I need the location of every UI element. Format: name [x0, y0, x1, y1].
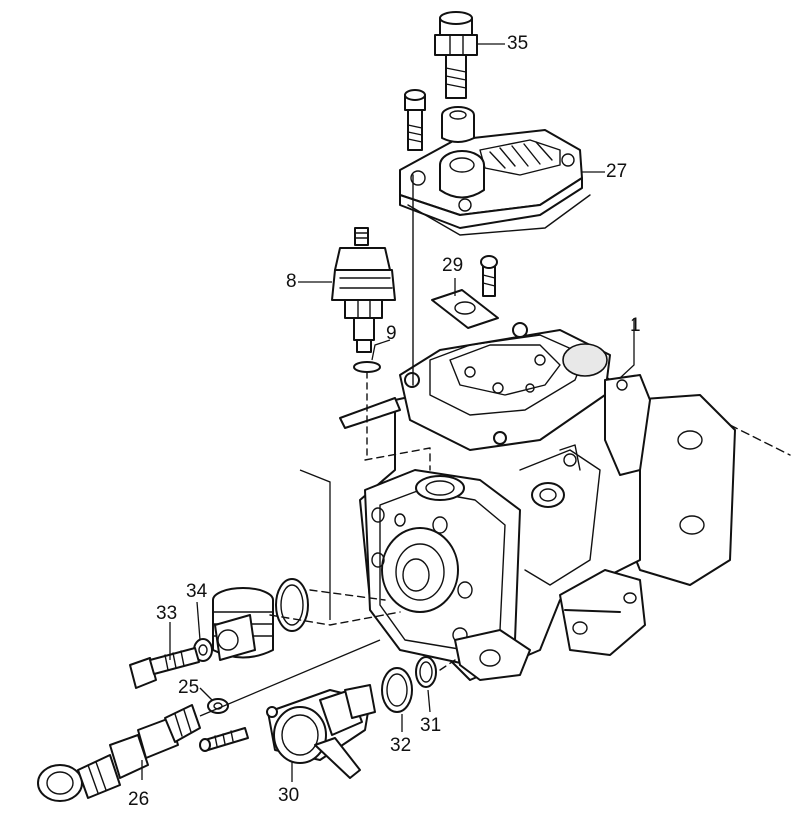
callout-25: 25 — [178, 677, 200, 698]
o-ring-31 — [415, 656, 437, 688]
callout-35: 35 — [507, 33, 529, 54]
screw — [199, 727, 249, 752]
callout-29: 29 — [442, 255, 464, 276]
clip-29 — [431, 255, 499, 329]
valve-26 — [37, 704, 201, 802]
distributor-plug — [212, 587, 274, 661]
callout-34: 34 — [186, 581, 208, 602]
o-ring-32 — [381, 667, 413, 713]
pump-housing — [339, 322, 791, 681]
bolt-33 — [129, 647, 200, 689]
callout-9: 9 — [386, 323, 397, 344]
callout-8: 8 — [286, 271, 297, 292]
seal-ring-9 — [353, 361, 381, 373]
bolt-35 — [434, 11, 478, 99]
callout-33: 33 — [156, 603, 178, 624]
callout-30: 30 — [278, 785, 300, 806]
callout-26: 26 — [128, 789, 150, 810]
actuator-30 — [266, 684, 376, 779]
solenoid-valve — [331, 227, 396, 353]
o-ring — [275, 578, 309, 632]
bushing — [441, 106, 475, 143]
callout-32: 32 — [390, 735, 412, 756]
top-cover — [399, 129, 591, 236]
callout-1: 1 — [630, 315, 641, 336]
callout-27: 27 — [606, 161, 628, 182]
callout-31: 31 — [420, 715, 442, 736]
washer-25 — [207, 698, 229, 714]
cover-bolt — [404, 89, 426, 151]
